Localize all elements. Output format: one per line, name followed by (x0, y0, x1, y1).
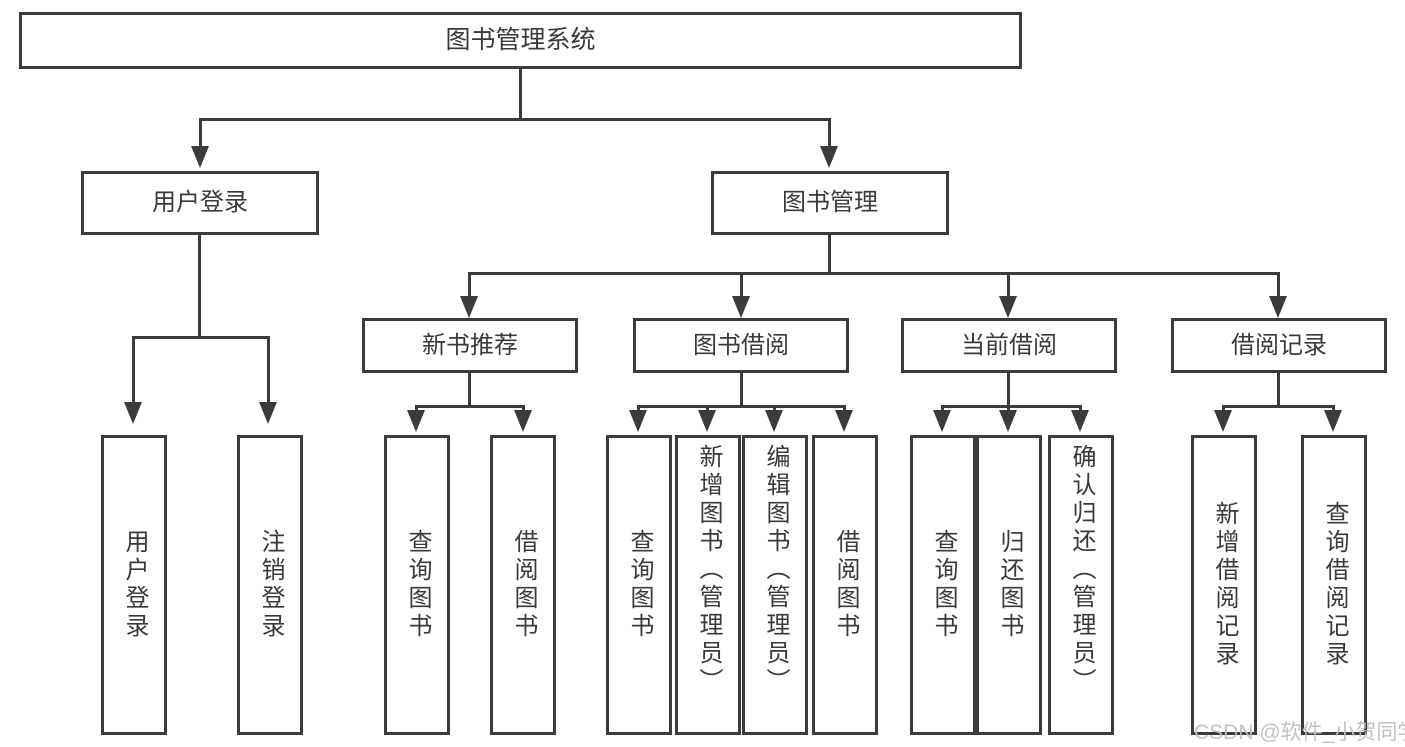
connector-book-mgmt-drop-1 (468, 272, 471, 300)
arrow-to-leaf-borrow-book-1 (514, 410, 532, 432)
node-label: 借阅图书 (510, 529, 537, 641)
connector-book-borrow-stem (740, 373, 743, 407)
node-root-system[interactable]: 图书管理系统 (19, 12, 1022, 69)
connector-current-borrow-bus (941, 405, 1082, 408)
node-label: 用户登录 (152, 189, 248, 217)
node-label: 借阅图书 (832, 529, 859, 641)
node-label: 查询图书 (626, 529, 653, 641)
connector-new-book-stem (468, 373, 471, 407)
leaf-query-book-current[interactable]: 查询图书 (910, 435, 976, 735)
node-label: 查询借阅记录 (1321, 501, 1348, 669)
connector-root-stem (519, 69, 522, 119)
node-label: 用户登录 (121, 529, 148, 641)
leaf-return-book[interactable]: 归还图书 (976, 435, 1042, 735)
arrow-to-new-book-recommend (460, 296, 478, 318)
connector-book-mgmt-stem (828, 235, 831, 274)
node-label: 借阅记录 (1231, 331, 1327, 359)
connector-book-borrow-bus (637, 405, 846, 408)
node-label: 当前借阅 (961, 331, 1057, 359)
node-book-management[interactable]: 图书管理 (711, 171, 949, 235)
node-borrow-record[interactable]: 借阅记录 (1171, 318, 1387, 373)
node-label: 查询图书 (930, 529, 957, 641)
node-new-book-recommend[interactable]: 新书推荐 (362, 318, 578, 373)
connector-book-mgmt-bus (468, 272, 1280, 275)
leaf-borrow-book-recommend[interactable]: 借阅图书 (490, 435, 556, 735)
arrow-to-leaf-borrow-book-2 (835, 410, 853, 432)
connector-book-mgmt-drop-4 (1277, 272, 1280, 300)
node-current-borrow[interactable]: 当前借阅 (901, 318, 1117, 373)
node-user-login[interactable]: 用户登录 (81, 171, 319, 235)
arrow-to-leaf-confirm-return (1071, 410, 1089, 432)
connector-borrow-record-stem (1277, 373, 1280, 407)
connector-root-to-user-login (199, 118, 202, 148)
node-label: 新书推荐 (422, 331, 518, 359)
node-label: 确认归还（管理员） (1068, 444, 1095, 696)
connector-user-login-bus (132, 336, 270, 339)
connector-user-login-drop-1 (132, 336, 135, 404)
leaf-add-book-admin[interactable]: 新增图书（管理员） (675, 435, 741, 735)
leaf-query-book-borrow[interactable]: 查询图书 (606, 435, 672, 735)
arrow-to-leaf-user-login (124, 402, 142, 424)
arrow-to-leaf-logout (259, 402, 277, 424)
node-label: 归还图书 (996, 529, 1023, 641)
node-label: 编辑图书（管理员） (762, 444, 789, 696)
arrow-to-current-borrow (999, 296, 1017, 318)
node-label: 图书管理 (782, 189, 878, 217)
leaf-edit-book-admin[interactable]: 编辑图书（管理员） (742, 435, 808, 735)
leaf-confirm-return-admin[interactable]: 确认归还（管理员） (1048, 435, 1114, 735)
arrow-to-user-login (191, 146, 209, 168)
leaf-query-book-recommend[interactable]: 查询图书 (384, 435, 450, 735)
leaf-user-login[interactable]: 用户登录 (101, 435, 167, 735)
connector-user-login-drop-2 (267, 336, 270, 404)
arrow-to-leaf-query-book-1 (407, 410, 425, 432)
leaf-borrow-book-borrow[interactable]: 借阅图书 (812, 435, 878, 735)
leaf-query-borrow-record[interactable]: 查询借阅记录 (1301, 435, 1367, 735)
arrow-to-leaf-query-book-3 (933, 410, 951, 432)
connector-root-bus (199, 118, 831, 121)
arrow-to-leaf-edit-book (765, 410, 783, 432)
connector-user-login-stem (198, 235, 201, 338)
arrow-to-leaf-return-book (999, 410, 1017, 432)
node-label: 查询图书 (404, 529, 431, 641)
node-label: 新增借阅记录 (1211, 501, 1238, 669)
node-book-borrow[interactable]: 图书借阅 (633, 318, 849, 373)
connector-book-mgmt-drop-3 (1007, 272, 1010, 300)
watermark-text: CSDN @软件_小贺同学 (1194, 721, 1405, 744)
node-label: 新增图书（管理员） (695, 444, 722, 696)
connector-current-borrow-stem (1007, 373, 1010, 407)
leaf-add-borrow-record[interactable]: 新增借阅记录 (1191, 435, 1257, 735)
arrow-to-leaf-add-book (698, 410, 716, 432)
arrow-to-borrow-record (1269, 296, 1287, 318)
node-label: 图书借阅 (693, 331, 789, 359)
connector-borrow-record-bus (1222, 405, 1335, 408)
arrow-to-leaf-query-book-2 (629, 410, 647, 432)
connector-book-mgmt-drop-2 (740, 272, 743, 300)
arrow-to-book-borrow (732, 296, 750, 318)
arrow-to-leaf-query-record (1324, 410, 1342, 432)
arrow-to-leaf-add-record (1214, 410, 1232, 432)
connector-new-book-bus (415, 405, 525, 408)
node-label: 图书管理系统 (445, 26, 596, 55)
leaf-logout[interactable]: 注销登录 (237, 435, 303, 735)
arrow-to-book-mgmt (820, 146, 838, 168)
connector-root-to-book-mgmt (828, 118, 831, 148)
node-label: 注销登录 (257, 529, 284, 641)
